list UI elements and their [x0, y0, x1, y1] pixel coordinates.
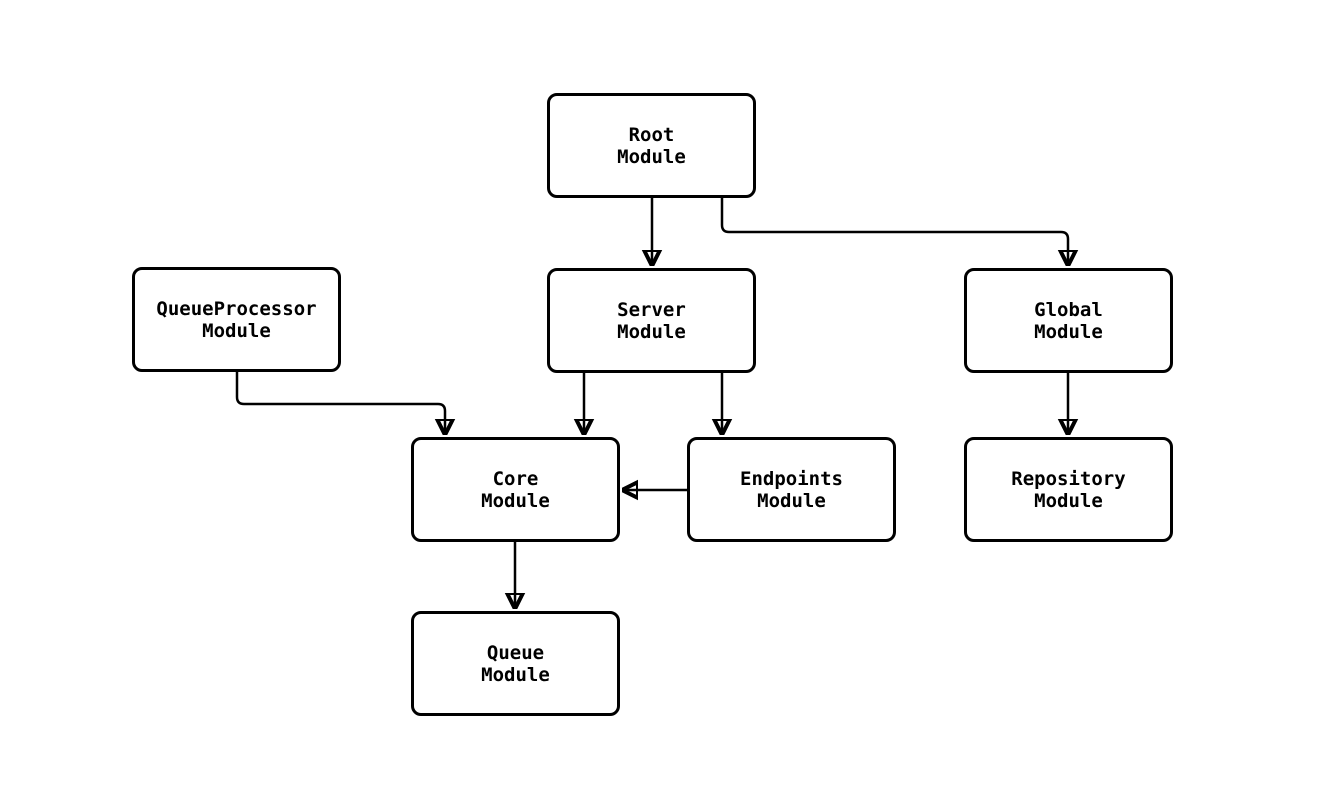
node-queueprocessor-module: QueueProcessor Module: [132, 267, 341, 372]
node-global-module: Global Module: [964, 268, 1173, 373]
node-endpoints-module-label: Endpoints Module: [740, 467, 843, 512]
node-root-module: Root Module: [547, 93, 756, 198]
node-core-module-label: Core Module: [481, 467, 550, 512]
edge-root-to-global: [720, 197, 1068, 266]
node-repository-module-label: Repository Module: [1011, 467, 1126, 512]
node-queue-module: Queue Module: [411, 611, 620, 716]
node-root-module-label: Root Module: [617, 123, 686, 168]
node-endpoints-module: Endpoints Module: [687, 437, 896, 542]
node-core-module: Core Module: [411, 437, 620, 542]
node-repository-module: Repository Module: [964, 437, 1173, 542]
node-queue-module-label: Queue Module: [481, 641, 550, 686]
node-global-module-label: Global Module: [1034, 298, 1103, 343]
node-server-module: Server Module: [547, 268, 756, 373]
node-server-module-label: Server Module: [617, 298, 686, 343]
edge-queueprocessor-to-core: [235, 372, 445, 435]
node-queueprocessor-module-label: QueueProcessor Module: [156, 297, 317, 342]
